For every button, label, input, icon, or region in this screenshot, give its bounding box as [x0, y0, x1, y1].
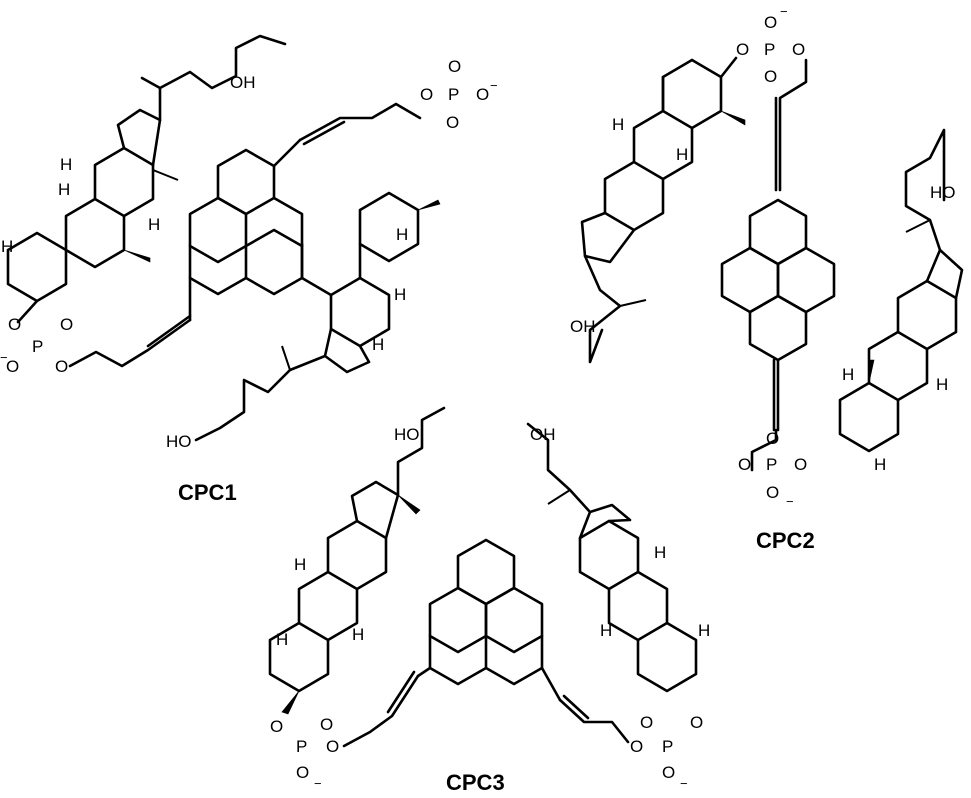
cpc1-oh-top: OH: [230, 73, 256, 92]
cpc3-o-7: O: [690, 713, 703, 732]
cpc3-h-5: H: [600, 621, 612, 640]
cpc2-ho: HO: [930, 183, 956, 202]
cpc1-h-1: H: [60, 155, 72, 174]
cpc1-o-4: O: [55, 357, 68, 376]
cpc1-ho-bottom: HO: [166, 432, 192, 451]
cpc3-minus-1: −: [314, 776, 322, 791]
cpc2-label: CPC2: [756, 528, 815, 553]
cpc1-o-8: O: [446, 113, 459, 132]
cpc2-structure: O P O − O O O P O O O − HO OH H H H H: [570, 4, 964, 553]
cpc2-h-4: H: [936, 375, 948, 394]
cpc2-p-top: P: [764, 40, 775, 59]
cpc2-minus-1: −: [780, 4, 788, 19]
cpc3-o-5: O: [630, 737, 643, 756]
cpc3-p-left: P: [296, 737, 307, 756]
cpc2-p-bottom: P: [766, 455, 777, 474]
cpc2-o-7: O: [794, 455, 807, 474]
cpc1-o-7: O: [476, 85, 489, 104]
cpc3-structure: HO H H H O P O O − O O P O O O −: [268, 406, 710, 795]
cpc3-o-6: O: [640, 713, 653, 732]
cpc2-o-4: O: [792, 40, 805, 59]
cpc2-o-1: O: [736, 40, 749, 59]
cpc3-o-8: O: [662, 763, 675, 782]
cpc2-o-3: O: [764, 67, 777, 86]
cpc2-o-8: O: [766, 483, 779, 502]
cpc1-h-4: H: [148, 215, 160, 234]
cpc3-h-2: H: [294, 555, 306, 574]
cpc3-o-1: O: [270, 717, 283, 736]
cpc3-o-2: O: [320, 715, 333, 734]
cpc1-label: CPC1: [178, 480, 237, 505]
cpc3-h-4: H: [654, 543, 666, 562]
cpc2-o-5: O: [738, 455, 751, 474]
cpc1-o-3: O: [6, 357, 19, 376]
cpc2-o-6: O: [766, 429, 779, 448]
cpc1-o-1: O: [8, 315, 21, 334]
cpc1-minus-2: −: [490, 78, 498, 93]
cpc1-structure: H H H H OH O P O O − O O P O O: [0, 34, 498, 505]
cpc1-h-2: H: [58, 180, 70, 199]
cpc1-o-2: O: [60, 315, 73, 334]
cpc3-label: CPC3: [446, 770, 505, 795]
cpc2-o-2: O: [764, 13, 777, 32]
cpc3-h-3: H: [352, 625, 364, 644]
cpc1-h-6: H: [396, 225, 408, 244]
cpc2-h-5: H: [874, 455, 886, 474]
cpc2-h-2: H: [676, 145, 688, 164]
cpc1-h-5: H: [394, 285, 406, 304]
cpc3-p-right: P: [662, 737, 673, 756]
cpc3-o-3: O: [296, 763, 309, 782]
cpc1-h-7: H: [372, 335, 384, 354]
cpc3-oh-right: OH: [530, 425, 556, 444]
cpc1-minus-1: −: [0, 350, 8, 365]
cpc3-h-1: H: [276, 630, 288, 649]
cpc1-o-6: O: [448, 57, 461, 76]
cpc1-h-3: H: [1, 237, 13, 256]
cpc1-o-5: O: [420, 85, 433, 104]
cpc1-p-left: P: [32, 337, 43, 356]
cpc1-p-right: P: [448, 85, 459, 104]
cpc3-o-4: O: [326, 737, 339, 756]
cpc3-h-6: H: [698, 621, 710, 640]
cpc2-h-3: H: [842, 365, 854, 384]
cpc3-ho-left: HO: [394, 425, 420, 444]
cpc2-minus-2: −: [786, 494, 794, 509]
cpc2-h-1: H: [612, 115, 624, 134]
cpc2-oh: OH: [570, 317, 596, 336]
cpc3-minus-2: −: [680, 776, 688, 791]
